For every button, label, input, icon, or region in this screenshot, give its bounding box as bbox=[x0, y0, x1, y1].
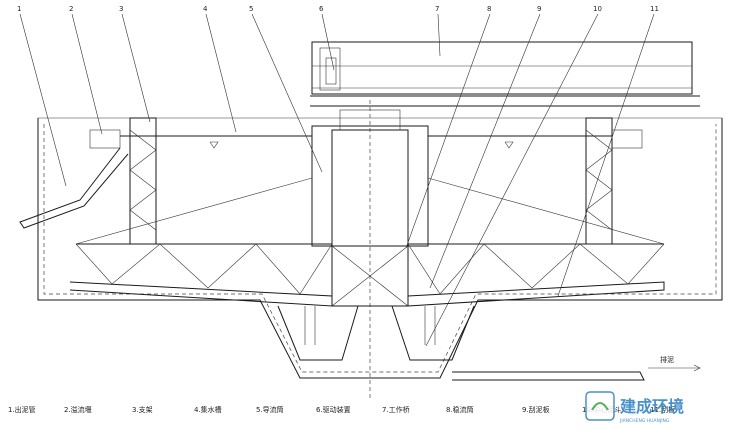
callout-numbers: 1 2 3 4 5 6 7 8 9 10 11 bbox=[17, 5, 659, 13]
work-bridge bbox=[310, 41, 700, 107]
legend-item-1: 1.出泥管 bbox=[8, 405, 36, 414]
legend-item-6: 6.驱动装置 bbox=[316, 405, 351, 414]
callout-6: 6 bbox=[319, 5, 324, 13]
leaf-icon bbox=[591, 402, 609, 411]
tank-wall bbox=[37, 117, 723, 379]
callout-5: 5 bbox=[249, 5, 253, 13]
sludge-hopper bbox=[277, 305, 475, 361]
water-level bbox=[209, 141, 514, 149]
scraper-truss bbox=[69, 177, 665, 307]
legend-item-3: 3.支架 bbox=[132, 405, 153, 414]
legend-item-2: 2.溢流堰 bbox=[64, 405, 92, 414]
callout-10: 10 bbox=[593, 5, 602, 13]
support-frame bbox=[129, 117, 613, 245]
callout-7: 7 bbox=[435, 5, 439, 13]
discharge-pipe bbox=[452, 371, 645, 381]
legend-item-7: 7.工作桥 bbox=[382, 405, 410, 414]
callout-9: 9 bbox=[537, 5, 541, 13]
flow-label: 排泥 bbox=[660, 355, 674, 364]
callout-2: 2 bbox=[69, 5, 73, 13]
callout-3: 3 bbox=[119, 5, 123, 13]
legend-item-4: 4.集水槽 bbox=[194, 405, 222, 414]
callout-4: 4 bbox=[203, 5, 208, 13]
legend: 1.出泥管 2.溢流堰 3.支架 4.集水槽 5.导流筒 6.驱动装置 7.工作… bbox=[8, 405, 675, 414]
callout-1: 1 bbox=[17, 5, 21, 13]
brand-name: 建成环境 bbox=[620, 397, 684, 416]
legend-item-9: 9.刮泥板 bbox=[522, 405, 550, 414]
brand-logo-mark bbox=[585, 391, 615, 421]
launder bbox=[19, 129, 643, 229]
legend-item-5: 5.导流筒 bbox=[256, 405, 284, 414]
leader-lines bbox=[19, 13, 655, 347]
legend-item-11: 11.刮板 bbox=[650, 405, 675, 414]
flow-arrow: 排泥 bbox=[648, 355, 701, 372]
legend-item-8: 8.稳流筒 bbox=[446, 405, 474, 414]
callout-8: 8 bbox=[487, 5, 491, 13]
callout-11: 11 bbox=[650, 5, 659, 13]
brand-logo: 建成环境 JIANCHENG HUANJING bbox=[585, 391, 684, 424]
brand-tagline: JIANCHENG HUANJING bbox=[619, 418, 670, 424]
